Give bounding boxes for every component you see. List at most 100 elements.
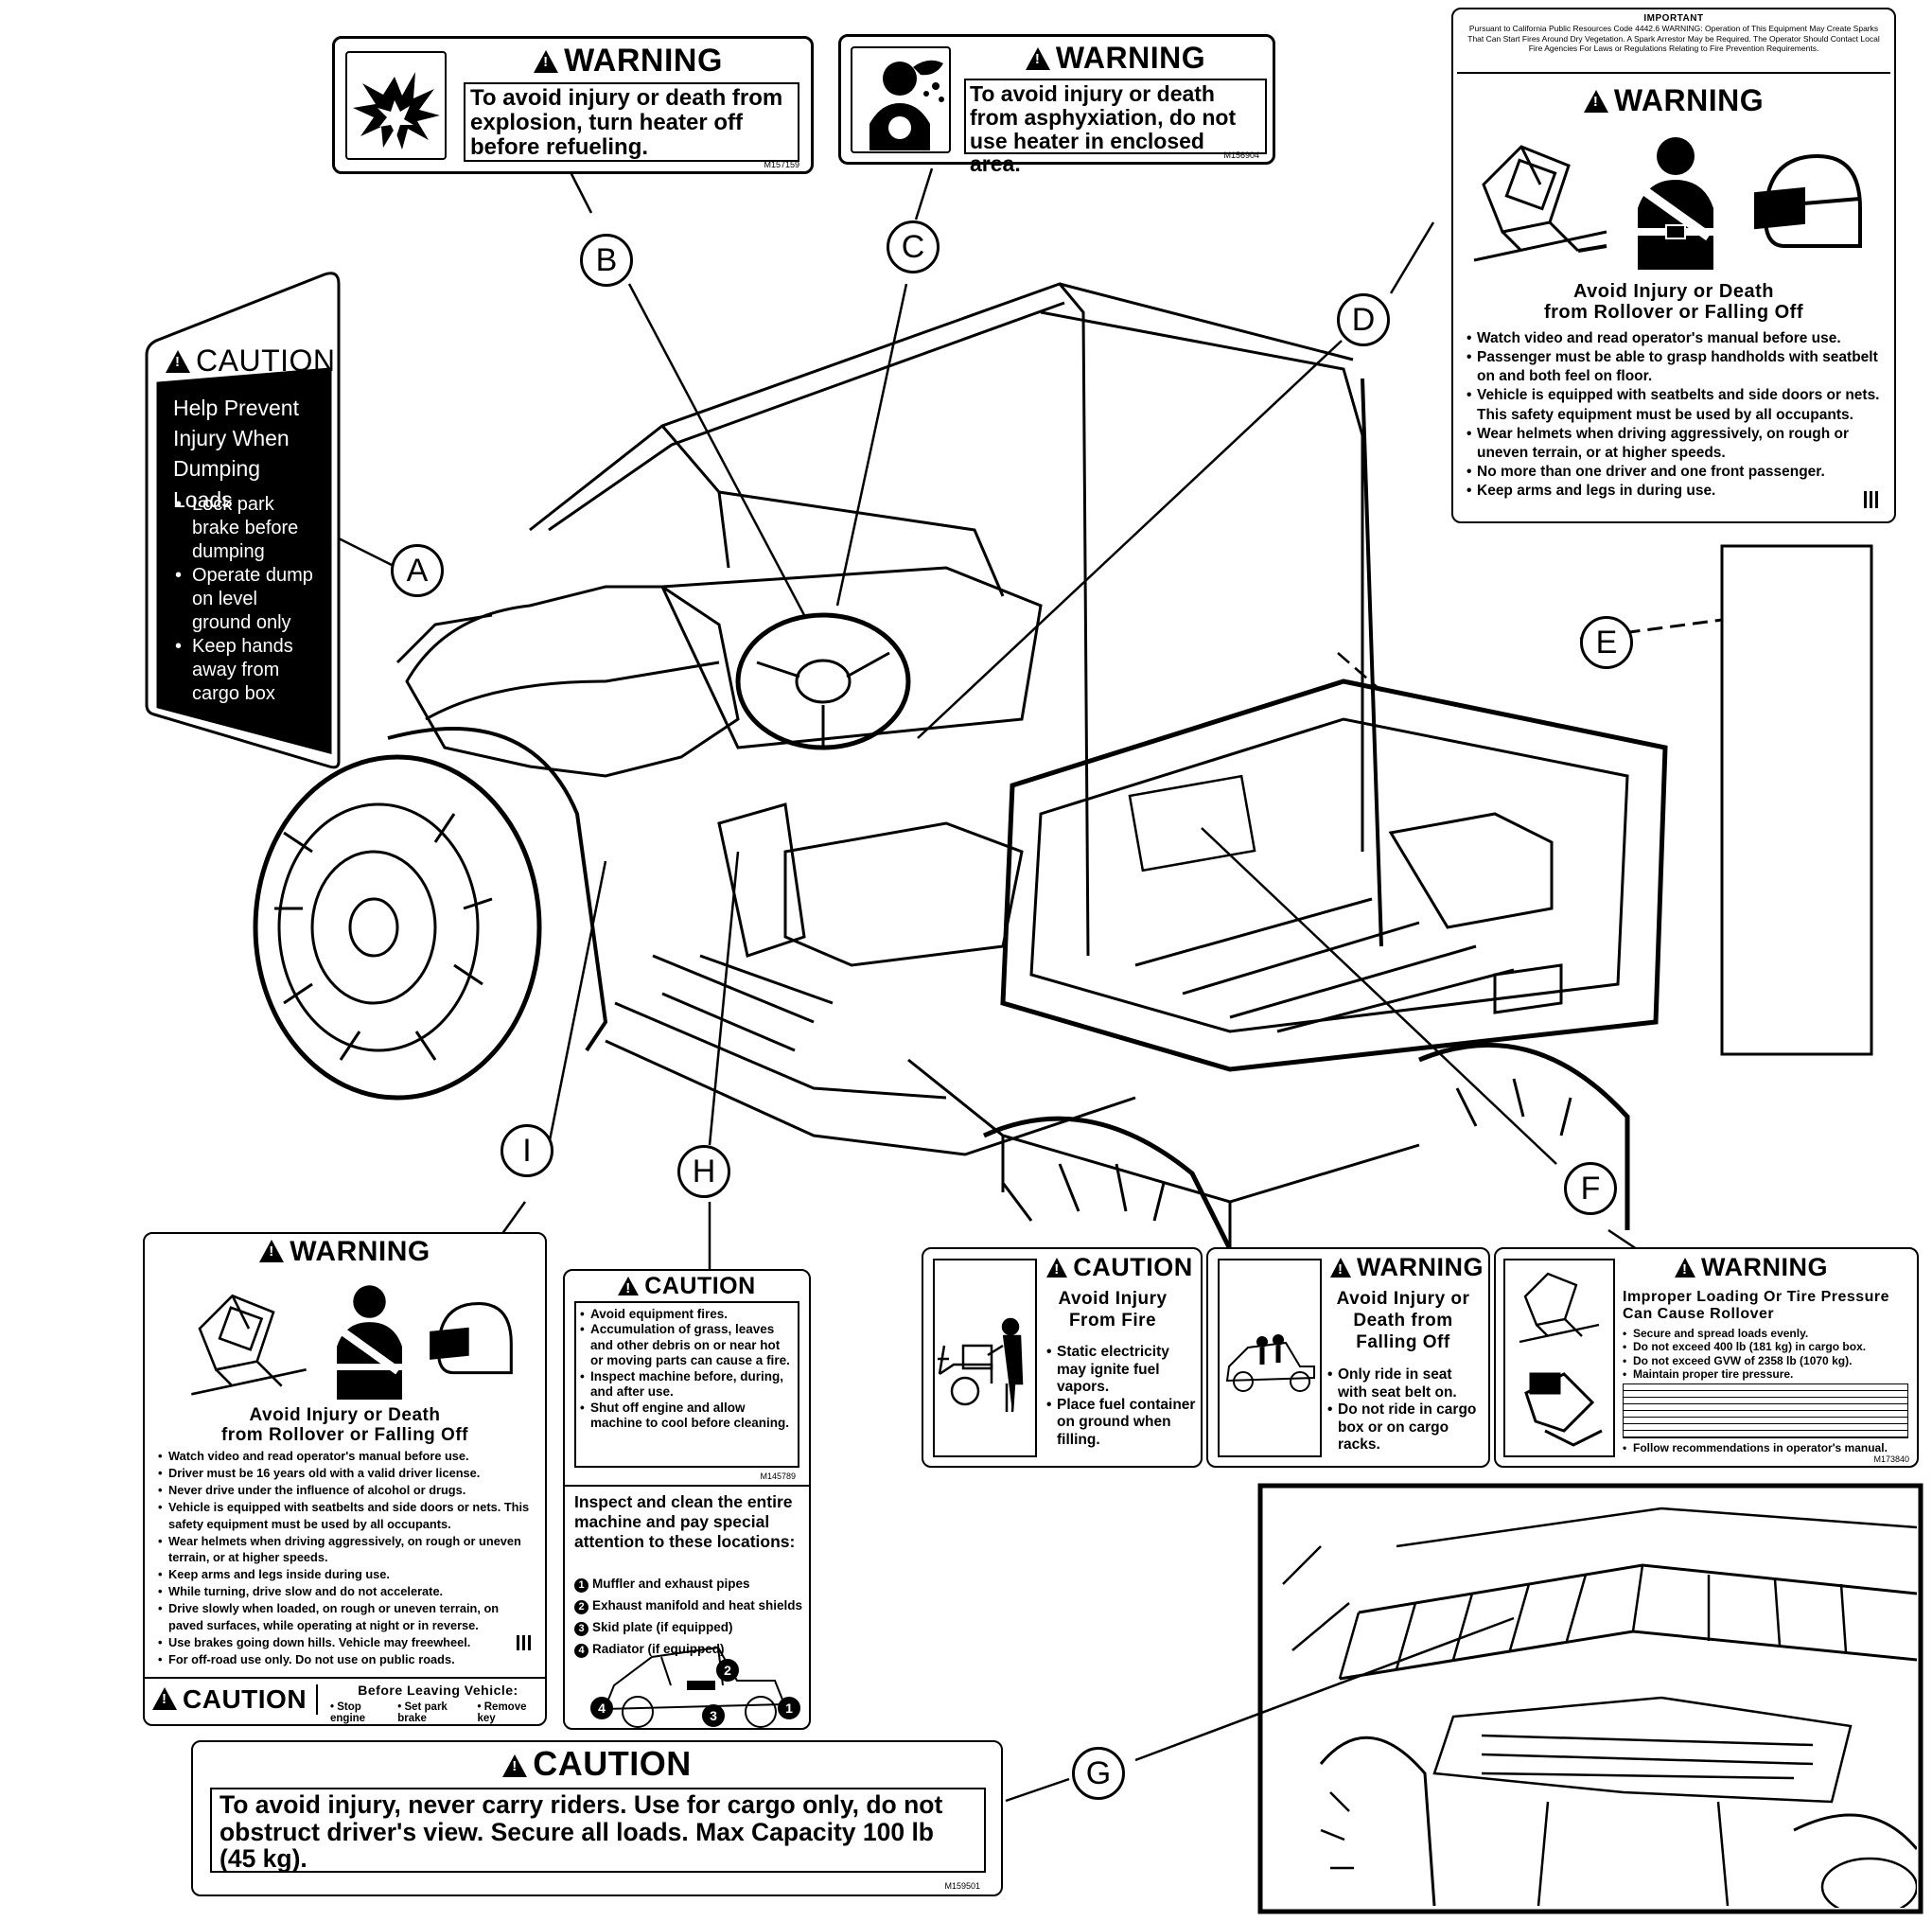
- svg-text:3: 3: [710, 1708, 717, 1723]
- location-text: Muffler and exhaust pipes: [592, 1577, 750, 1591]
- decal-h-code: M145789: [760, 1472, 796, 1481]
- list-item: Vehicle is equipped with seatbelts and s…: [1467, 386, 1883, 424]
- list-item: Passenger must be able to grasp handhold…: [1467, 348, 1883, 386]
- decal-f1-fire-caution: CAUTION Avoid Injury From Fire Static el…: [922, 1247, 1203, 1468]
- decal-i-title2: from Rollover or Falling Off: [220, 1425, 468, 1445]
- decal-f2-title: Avoid Injury or Death from Falling Off: [1336, 1289, 1470, 1352]
- decal-a-header: CAUTION: [166, 344, 336, 379]
- decal-f3-title: Improper Loading Or Tire Pressure Can Ca…: [1623, 1289, 1890, 1323]
- list-item: Inspect machine before, during, and afte…: [580, 1369, 794, 1401]
- decal-b-text: To avoid injury or death from explosion,…: [464, 82, 799, 162]
- list-item: Do not exceed GVW of 2358 lb (1070 kg).: [1623, 1354, 1911, 1368]
- warning-triangle-icon: [1583, 90, 1608, 113]
- list-item: Place fuel container on ground when fill…: [1046, 1397, 1198, 1450]
- decal-f1-title: Avoid Injury From Fire: [1058, 1289, 1168, 1331]
- decal-c-header: WARNING: [964, 41, 1267, 76]
- decal-a-dumping-caution: CAUTION Help Prevent Injury When Dumping…: [145, 270, 343, 771]
- decal-b-code: M157159: [764, 160, 799, 169]
- list-item: Accumulation of grass, leaves and other …: [580, 1322, 794, 1368]
- callout-f: F: [1564, 1162, 1617, 1215]
- list-item: Drive slowly when loaded, on rough or un…: [158, 1600, 536, 1634]
- decal-d-title2: from Rollover or Falling Off: [1543, 302, 1803, 323]
- qr-code-icon: [517, 1635, 532, 1650]
- list-item: While turning, drive slow and do not acc…: [158, 1583, 536, 1600]
- decal-h-header: CAUTION: [565, 1273, 809, 1300]
- list-item: Avoid equipment fires.: [580, 1307, 794, 1323]
- decal-g-cargo-caution: CAUTION To avoid injury, never carry rid…: [191, 1740, 1003, 1896]
- decal-f2-falling-warning: WARNING Avoid Injury or Death from Falli…: [1206, 1247, 1490, 1468]
- callout-d: D: [1337, 293, 1390, 346]
- tire-pressure-table: [1623, 1383, 1908, 1438]
- list-item: • Stop engine: [330, 1701, 366, 1724]
- list-item: Static electricity may ignite fuel vapor…: [1046, 1344, 1198, 1397]
- caution-triangle-icon: [1046, 1258, 1068, 1278]
- caution-triangle-icon: [618, 1277, 640, 1295]
- front-rack-inset-drawing: [1282, 1507, 1917, 1908]
- decal-f3-footer: Follow recommendations in operator's man…: [1623, 1441, 1906, 1454]
- list-item: Operate dump on level ground only: [175, 564, 317, 635]
- decal-d-bullets: Watch video and read operator's manual b…: [1467, 329, 1883, 501]
- list-item: Maintain proper tire pressure.: [1623, 1367, 1911, 1382]
- number-badge: 4: [574, 1643, 588, 1658]
- list-item: Watch video and read operator's manual b…: [1467, 329, 1883, 348]
- location-text: Exhaust manifold and heat shields: [592, 1597, 803, 1613]
- explosion-icon: [353, 72, 440, 150]
- decal-g-text: To avoid injury, never carry riders. Use…: [210, 1788, 986, 1873]
- decal-h-fire-caution: CAUTION Avoid equipment fires. Accumulat…: [563, 1269, 811, 1730]
- rollover-icon: [1519, 1272, 1600, 1344]
- decal-a-bullets: Lock park brake before dumping Operate d…: [175, 493, 317, 706]
- decal-b-header: WARNING: [467, 43, 789, 79]
- list-item: Lock park brake before dumping: [175, 493, 317, 564]
- svg-text:1: 1: [785, 1701, 793, 1716]
- tire-pressure-icon: [1524, 1372, 1603, 1447]
- caution-triangle-icon: [502, 1754, 528, 1777]
- callout-g: G: [1072, 1747, 1125, 1800]
- seatbelt-icon: [337, 1285, 402, 1400]
- rollover-icon: [1473, 145, 1607, 262]
- warning-triangle-icon: [1330, 1258, 1351, 1278]
- callout-e: E: [1580, 616, 1633, 669]
- list-item: For off-road use only. Do not use on pub…: [158, 1651, 536, 1668]
- list-item: Use brakes going down hills. Vehicle may…: [158, 1634, 536, 1651]
- list-item: Vehicle is equipped with seatbelts and s…: [158, 1499, 536, 1533]
- callout-c: C: [887, 220, 940, 273]
- warning-triangle-icon: [1675, 1258, 1695, 1278]
- list-item: Keep hands away from cargo box: [175, 635, 317, 706]
- helmet-icon: [1754, 153, 1862, 248]
- list-item: Driver must be 16 years old with a valid…: [158, 1465, 536, 1482]
- decal-b-explosion-warning: WARNING To avoid injury or death from ex…: [332, 36, 814, 174]
- decal-i-before-title: Before Leaving Vehicle:: [358, 1683, 518, 1698]
- utv-locations-icon: 4 2 3 1: [590, 1646, 800, 1728]
- decal-i-rollover-warning: WARNING Avoid Injury or Death from Rollo…: [143, 1232, 547, 1726]
- list-item: Secure and spread loads evenly.: [1623, 1327, 1911, 1341]
- asphyxiation-icon: [869, 60, 944, 150]
- decal-a-title: Help Prevent Injury When Dumping Loads: [173, 396, 299, 512]
- list-item: Do not exceed 400 lb (181 kg) in cargo b…: [1623, 1340, 1911, 1354]
- warning-triangle-icon: [1025, 47, 1050, 70]
- decal-d-important-box: IMPORTANT Pursuant to California Public …: [1457, 13, 1890, 74]
- decal-f2-picture-box: [1218, 1259, 1322, 1457]
- list-item: Follow recommendations in operator's man…: [1623, 1441, 1906, 1454]
- callout-i: I: [501, 1124, 553, 1177]
- decal-f3-loading-warning: WARNING Improper Loading Or Tire Pressur…: [1494, 1247, 1919, 1468]
- decal-f1-header: CAUTION: [1037, 1253, 1203, 1282]
- number-badge: 1: [574, 1578, 588, 1593]
- decal-g-code: M159501: [944, 1881, 980, 1891]
- decal-i-title1: Avoid Injury or Death: [249, 1405, 441, 1425]
- caution-triangle-icon: [166, 350, 190, 373]
- warning-triangle-icon: [534, 50, 559, 73]
- callout-h: H: [677, 1145, 730, 1198]
- decal-d-header: WARNING: [1453, 83, 1894, 118]
- decal-f2-bullets: Only ride in seat with seat belt on. Do …: [1327, 1366, 1484, 1454]
- decal-i-caution-header: CAUTION: [152, 1684, 319, 1715]
- decal-d-title1: Avoid Injury or Death: [1572, 281, 1774, 302]
- list-item: Shut off engine and allow machine to coo…: [580, 1401, 794, 1432]
- list-item: • Remove key: [477, 1701, 527, 1724]
- decal-f3-code: M173840: [1873, 1454, 1909, 1464]
- number-badge: 2: [574, 1599, 588, 1614]
- warning-triangle-icon: [259, 1240, 285, 1262]
- list-item: Keep arms and legs in during use.: [1467, 482, 1883, 501]
- decal-c-text: To avoid injury or death from asphyxiati…: [964, 79, 1267, 176]
- decal-f-group: CAUTION Avoid Injury From Fire Static el…: [922, 1247, 1919, 1468]
- decal-g-header: CAUTION: [193, 1744, 1001, 1784]
